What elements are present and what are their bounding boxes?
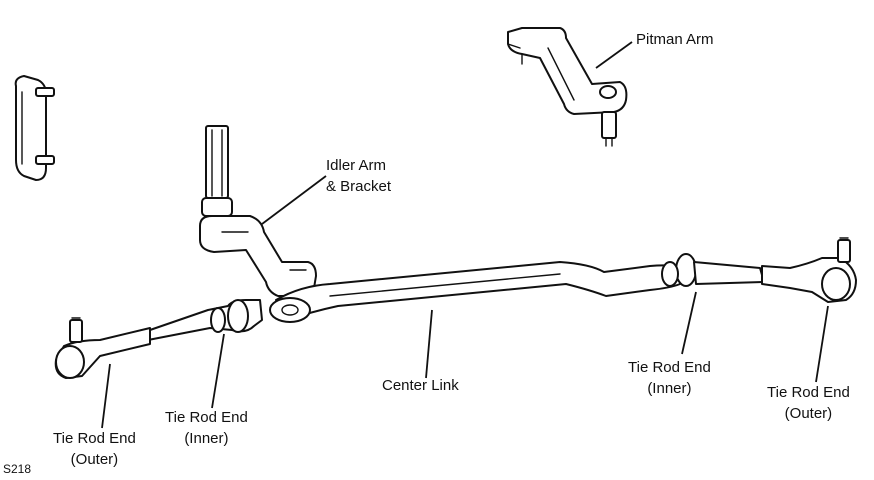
leader-tie-rod-inner-right xyxy=(681,291,697,355)
leader-pitman-arm xyxy=(595,41,633,69)
leader-tie-rod-outer-left xyxy=(101,363,111,429)
label-tie-rod-inner-right-line1: Tie Rod End xyxy=(628,359,711,376)
label-center-link: Center Link xyxy=(382,375,459,396)
label-tie-rod-outer-left-line2: (Outer) xyxy=(70,451,119,468)
leader-lines xyxy=(101,41,829,429)
pitman-arm-part xyxy=(507,27,628,147)
label-center-link-line1: Center Link xyxy=(382,377,459,394)
label-tie-rod-outer-right-line1: Tie Rod End xyxy=(767,384,850,401)
label-pitman-arm-line1: Pitman Arm xyxy=(636,31,714,48)
label-tie-rod-outer-right-line2: (Outer) xyxy=(784,405,833,422)
label-pitman-arm: Pitman Arm xyxy=(636,29,714,50)
leader-tie-rod-inner-left xyxy=(211,333,225,409)
label-tie-rod-outer-left: Tie Rod End (Outer) xyxy=(53,428,136,470)
label-idler-arm-line1: Idler Arm xyxy=(326,157,387,174)
label-tie-rod-inner-right: Tie Rod End (Inner) xyxy=(628,357,711,399)
label-idler-arm: Idler Arm & Bracket xyxy=(326,155,391,197)
label-idler-arm-line2: & Bracket xyxy=(326,178,392,195)
center-link-part xyxy=(269,261,681,323)
leader-tie-rod-outer-right xyxy=(815,305,829,383)
label-tie-rod-inner-right-line2: (Inner) xyxy=(647,380,692,397)
leader-center-link xyxy=(425,309,433,379)
label-tie-rod-outer-left-line1: Tie Rod End xyxy=(53,430,136,447)
mounting-plate xyxy=(14,75,55,181)
leader-idler-arm xyxy=(261,175,327,225)
label-tie-rod-inner-left-line1: Tie Rod End xyxy=(165,409,248,426)
right-tie-rod-part xyxy=(661,237,857,303)
left-tie-rod-part xyxy=(54,299,263,379)
label-tie-rod-inner-left: Tie Rod End (Inner) xyxy=(165,407,248,449)
label-tie-rod-outer-right: Tie Rod End (Outer) xyxy=(767,382,850,424)
label-tie-rod-inner-left-line2: (Inner) xyxy=(184,430,229,447)
idler-arm-part xyxy=(199,125,317,297)
figure-code: S218 xyxy=(3,462,32,476)
